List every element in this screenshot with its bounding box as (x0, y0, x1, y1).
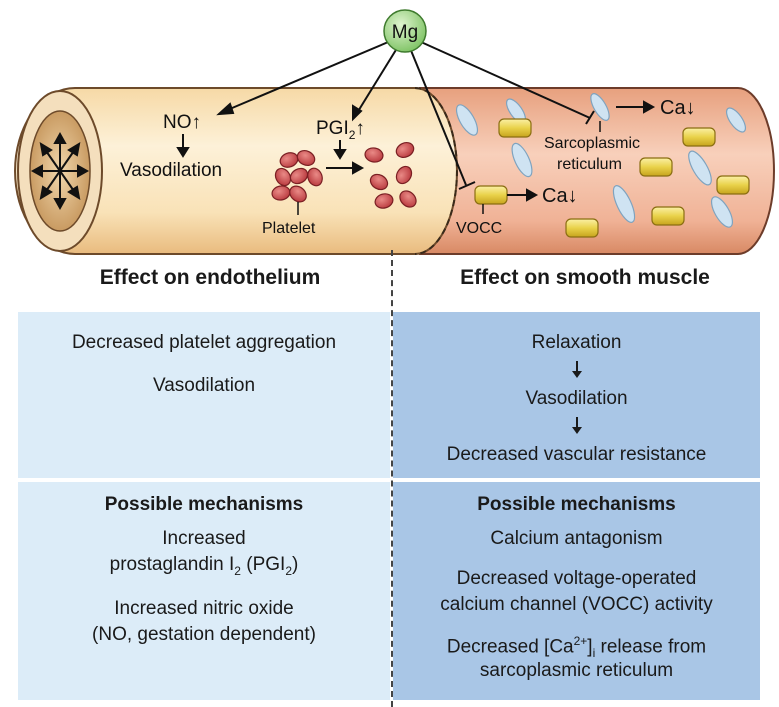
muscle-mechanism-3-line1: Decreased [Ca2+]i release from (446, 634, 707, 661)
platelet-cluster (271, 150, 323, 203)
muscle-effect-1: Relaxation (531, 332, 622, 353)
pgi2-label: PGI2↑ (316, 118, 365, 142)
endothelium-mechanisms-title: Possible mechanisms (104, 494, 304, 515)
endothelium-mechanism-1-line1: Increased (162, 528, 246, 549)
right-arrow-icon (326, 161, 365, 175)
endothelium-mechanism-2-line1: Increased nitric oxide (114, 598, 294, 619)
endothelium-mechanisms-panel: Possible mechanisms Increased prostaglan… (18, 482, 390, 700)
ca-top-label: Ca↓ (660, 97, 696, 119)
sarcoplasmic-reticulum-shapes (455, 93, 747, 228)
muscle-mechanism-2-line2: calcium channel (VOCC) activity (440, 594, 713, 615)
vocc-channels (474, 118, 750, 238)
right-arrow-icon (616, 100, 656, 114)
down-arrow-icon (333, 140, 347, 160)
mg-arrows (216, 39, 595, 190)
endothelium-effects-panel: Decreased platelet aggregation Vasodilat… (18, 312, 390, 478)
right-arrow-icon (507, 188, 539, 202)
endothelium-effect-2: Vasodilation (152, 375, 256, 396)
radial-arrows-icon (30, 131, 90, 211)
mg-label: Mg (392, 22, 418, 43)
dispersed-platelets (364, 142, 417, 209)
down-arrow-icon (176, 134, 190, 158)
muscle-mechanism-3-line2: sarcoplasmic reticulum (479, 660, 674, 681)
no-label: NO↑ (163, 112, 201, 133)
vocc-label: VOCC (456, 220, 502, 237)
sarcoplasmic-label-line1: Sarcoplasmic (544, 135, 640, 152)
magnesium-node: Mg (383, 9, 427, 53)
vessel-diagram: Mg NO↑ Vasodilation PGI2↑ Platelet (14, 9, 775, 255)
endothelium-mechanism-1-line2: prostaglandin I2 (PGI2) (109, 554, 299, 578)
sarcoplasmic-label-line2: reticulum (557, 156, 622, 173)
endothelium-mechanism-2-line2: (NO, gestation dependent) (92, 624, 316, 645)
muscle-mechanisms-title: Possible mechanisms (477, 494, 676, 515)
platelet-label: Platelet (262, 220, 316, 237)
center-divider (391, 250, 393, 707)
ca-bottom-label: Ca↓ (542, 185, 578, 207)
heading-smooth-muscle: Effect on smooth muscle (460, 266, 710, 289)
muscle-mechanism-1: Calcium antagonism (490, 528, 663, 549)
muscle-mechanisms-panel: Possible mechanisms Calcium antagonism D… (393, 482, 760, 700)
muscle-effect-2: Vasodilation (525, 388, 628, 409)
heading-endothelium: Effect on endothelium (99, 266, 321, 289)
vasodilation-diagram-label: Vasodilation (120, 160, 222, 181)
muscle-effect-3: Decreased vascular resistance (446, 444, 707, 465)
muscle-mechanism-2-line1: Decreased voltage-operated (456, 568, 697, 589)
endothelium-effect-1: Decreased platelet aggregation (71, 332, 337, 353)
muscle-effects-panel: Relaxation Vasodilation Decreased vascul… (393, 312, 760, 478)
